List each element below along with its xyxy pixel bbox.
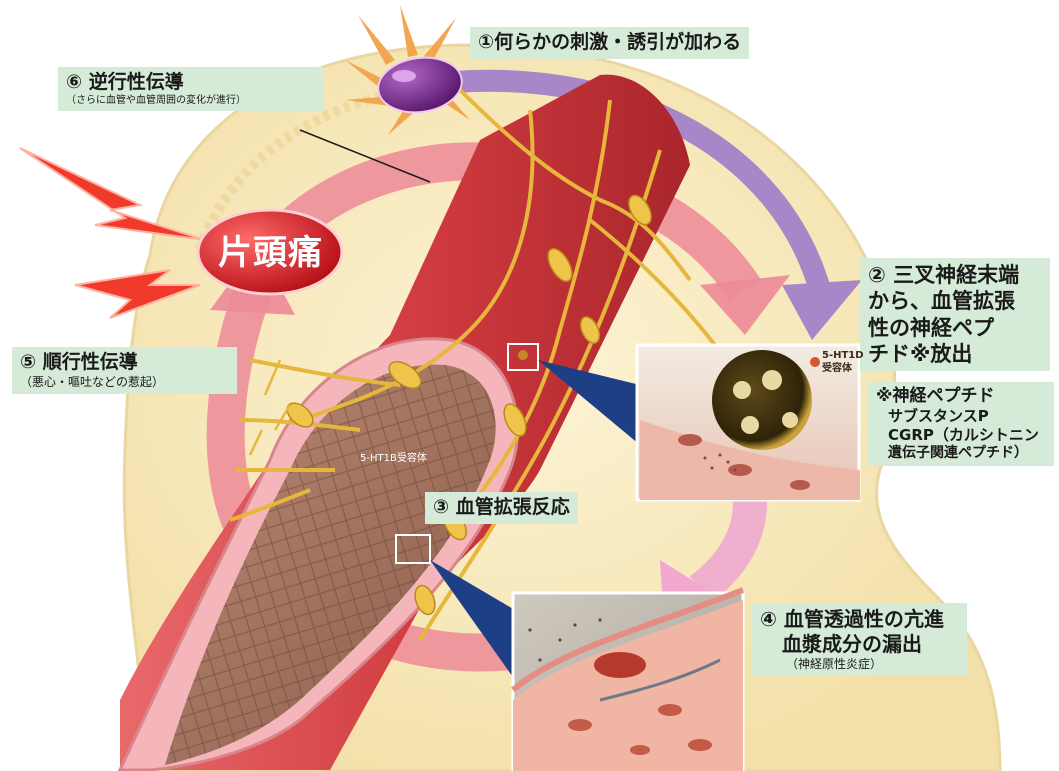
label-step5-title: ⑤ 順行性伝導 <box>20 351 138 373</box>
note-title: ※神経ペプチド <box>876 386 1046 407</box>
label-step4: ④ 血管透過性の亢進 血漿成分の漏出 （神経原性炎症） <box>752 603 967 676</box>
neuropeptide-note: ※神経ペプチド サブスタンスP CGRP（カルシトニン 遺伝子関連ペプチド） <box>868 382 1054 466</box>
stimulus-highlight <box>392 70 416 82</box>
label-step6: ⑥ 逆行性伝導 （さらに血管や血管周囲の変化が進行） <box>58 67 323 111</box>
receptor-dot <box>518 350 528 360</box>
label-step3: ③ 血管拡張反応 <box>425 492 578 524</box>
label-step2-line4: チド※放出 <box>868 341 1042 367</box>
label-step4-sub: （神経原性炎症） <box>760 657 959 672</box>
label-step4-line1: ④ 血管透過性の亢進 <box>760 607 959 632</box>
label-step5-sub: （悪心・嘔吐などの惹起） <box>20 375 229 390</box>
note-line1: サブスタンスP <box>876 407 1046 426</box>
receptor-inset-line1: 5-HT1D <box>822 350 864 363</box>
receptor-label-vessel: 5-HT1B受容体 <box>360 453 427 466</box>
label-step4-line2: 血漿成分の漏出 <box>760 632 959 657</box>
note-line2: CGRP（カルシトニン <box>876 426 1046 445</box>
receptor-inset-line2: 受容体 <box>822 363 864 376</box>
label-step2: ② 三叉神経末端 から、血管拡張 性の神経ペプ チド※放出 <box>860 258 1050 371</box>
label-step2-line2: から、血管拡張 <box>868 288 1042 314</box>
label-step2-line3: 性の神経ペプ <box>868 315 1042 341</box>
receptor-label-inset: 5-HT1D 受容体 <box>822 350 864 375</box>
migraine-label: 片頭痛 <box>218 232 323 275</box>
inset-vessel-leak <box>513 590 743 771</box>
label-step2-line1: ② 三叉神経末端 <box>868 262 1042 288</box>
note-line3: 遺伝子関連ペプチド） <box>876 445 1046 463</box>
label-step5: ⑤ 順行性伝導 （悪心・嘔吐などの惹起） <box>12 347 237 394</box>
label-step6-sub: （さらに血管や血管周囲の変化が進行） <box>66 95 315 108</box>
label-step6-title: ⑥ 逆行性伝導 <box>66 71 184 93</box>
label-step1: ①何らかの刺激・誘引が加わる <box>470 27 749 59</box>
